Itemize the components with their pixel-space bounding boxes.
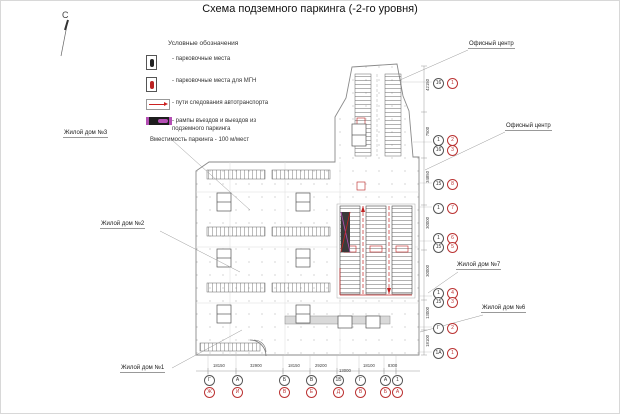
dimension-value: 18150: [288, 363, 300, 369]
axis-bubble-red: Ж: [204, 387, 215, 398]
axis-bubble-black: В: [306, 375, 317, 386]
callout-dom1: Жилой дом №1: [120, 365, 166, 373]
axis-bubble-red: 3: [447, 297, 458, 308]
axis-bubble-black: 1А: [433, 348, 444, 359]
dimension-value: 30000: [425, 217, 431, 229]
accessible-parking-stall-icon: [146, 77, 157, 92]
stair-cores: [216, 123, 381, 329]
axis-bubble-red: Б: [380, 387, 391, 398]
curved-ramp: [249, 339, 267, 357]
north-arrow-needle: [60, 19, 69, 57]
axis-bubble-red: 8: [447, 179, 458, 190]
axis-bubble-black: 15: [433, 179, 444, 190]
axis-bubble-red: И: [232, 387, 243, 398]
dimension-value: 7500: [425, 126, 431, 137]
legend-label: - рампы въездов и выездов из подземного …: [172, 118, 257, 132]
callout-dom7: Жилой дом №7: [456, 262, 502, 270]
callout-dom6: Жилой дом №6: [481, 305, 527, 313]
parking-stall-rows: [199, 169, 391, 352]
axis-bubble-black: Г: [355, 375, 366, 386]
dimension-value: 18150: [213, 363, 225, 369]
right-dimension-line: [421, 65, 427, 356]
bottom-dimension-line: [196, 368, 420, 374]
axis-bubble-black: Г: [433, 323, 444, 334]
highlighted-parking-zone: [336, 203, 416, 299]
dimension-value: 30000: [425, 265, 431, 277]
callout-dom2: Жилой дом №2: [100, 221, 146, 229]
legend-item-parking-mgn: - парковочные места для МГН: [146, 77, 321, 92]
legend-item-ramps: - рампы въездов и выездов из подземного …: [146, 117, 321, 133]
axis-bubble-red: 3: [447, 145, 458, 156]
axis-bubble-black: 15: [433, 297, 444, 308]
dimension-value: 18100: [425, 335, 431, 347]
axis-bubble-red: В: [279, 387, 290, 398]
axis-bubble-red: А: [392, 387, 403, 398]
traffic-route-icon: [146, 99, 170, 110]
callout-dom3: Жилой дом №3: [63, 130, 109, 138]
dimension-value: 18100: [363, 363, 375, 369]
north-label: С: [62, 10, 69, 20]
legend-label: - парковочные места: [172, 56, 231, 62]
ramp-icon: [146, 117, 172, 125]
axis-bubble-black: А: [380, 375, 391, 386]
legend-item-routes: - пути следования автотранспорта: [146, 99, 321, 110]
page-title: Схема подземного паркинга (-2-го уровня): [202, 3, 418, 15]
dimension-value: 34850: [425, 171, 431, 183]
axis-bubble-black: А: [232, 375, 243, 386]
legend: Условные обозначения - парковочные места…: [146, 40, 321, 140]
axis-bubble-red: Е: [306, 387, 317, 398]
axis-bubble-red: 7: [447, 203, 458, 214]
axis-bubble-black: Г: [204, 375, 215, 386]
legend-label: - парковочные места для МГН: [172, 78, 257, 84]
dimension-value: 13000: [339, 368, 351, 374]
parking-stall-icon: [146, 55, 157, 70]
dimension-value: 32900: [250, 363, 262, 369]
axis-bubble-red: 5: [447, 242, 458, 253]
axis-bubble-red: 1: [447, 78, 458, 89]
axis-bubble-black: 1: [433, 203, 444, 214]
dimension-value: 8300: [387, 363, 398, 369]
capacity-note: Вместимость паркинга - 100 м/мест: [150, 137, 250, 143]
axis-bubble-black: 1: [392, 375, 403, 386]
axis-bubble-black: 1Б: [333, 375, 344, 386]
axis-bubble-red: 1: [447, 348, 458, 359]
dimension-value: 29200: [315, 363, 327, 369]
legend-item-parking: - парковочные места: [146, 55, 321, 70]
dimension-value: 42150: [425, 79, 431, 91]
axis-bubble-black: Б: [279, 375, 290, 386]
axis-bubble-black: 16: [433, 78, 444, 89]
callout-office-mid: Офисный центр: [505, 123, 552, 131]
callout-office-top: Офисный центр: [468, 41, 515, 49]
dimension-value: 13000: [425, 307, 431, 319]
north-arrow: С: [52, 10, 82, 60]
axis-bubble-black: 16: [433, 145, 444, 156]
legend-heading: Условные обозначения: [168, 40, 239, 47]
axis-bubble-black: 15: [433, 242, 444, 253]
legend-label: - пути следования автотранспорта: [172, 100, 269, 106]
axis-bubble-red: В: [355, 387, 366, 398]
axis-bubble-red: 2: [447, 323, 458, 334]
axis-bubble-red: Д: [333, 387, 344, 398]
